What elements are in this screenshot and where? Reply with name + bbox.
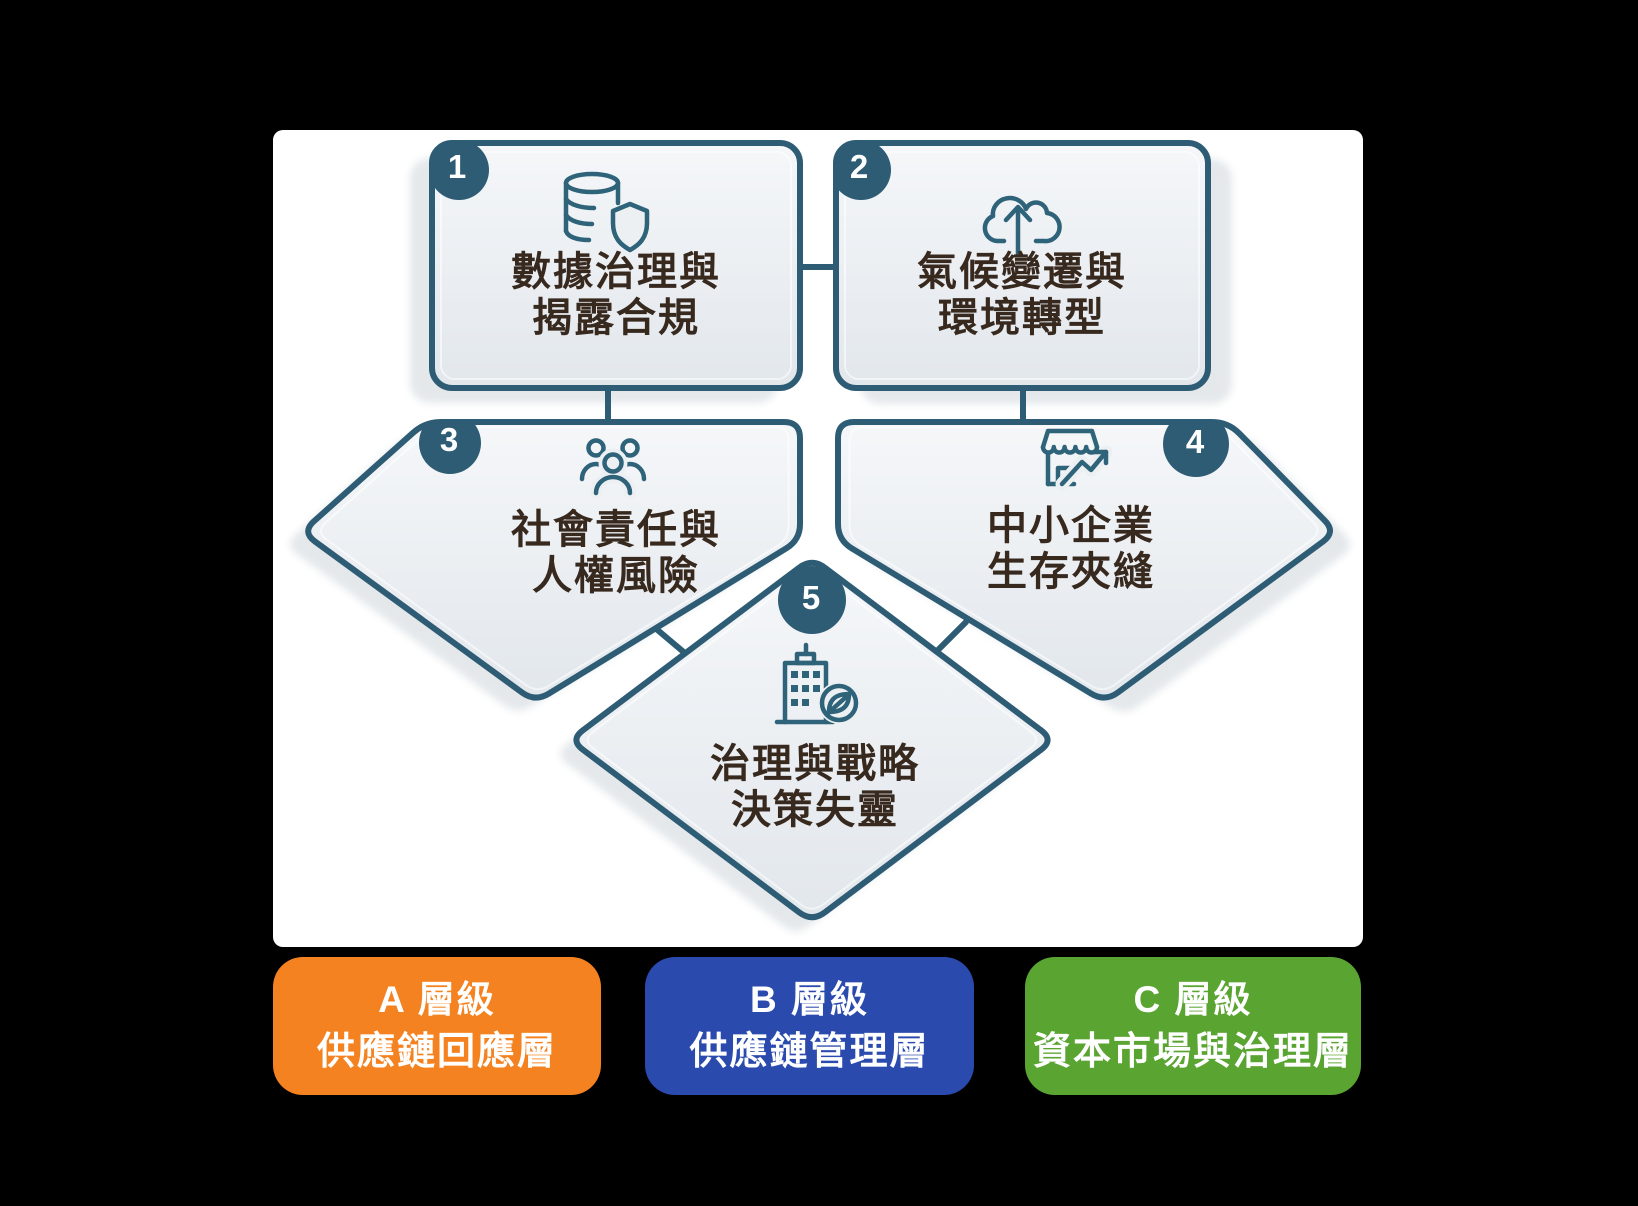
badge-2-circle <box>836 143 891 200</box>
legend-pill-c: C 層級 資本市場與治理層 <box>1025 957 1361 1095</box>
badge-2-number: 2 <box>849 148 869 185</box>
cloud-upload-icon <box>982 195 1062 257</box>
node-2-title-line1: 氣候變遷與 <box>917 250 1127 294</box>
node-4-title: 中小企業 生存夾縫 <box>871 503 1271 595</box>
legend-pill-b: B 層級 供應鏈管理層 <box>645 957 974 1095</box>
database-shield-icon <box>563 171 650 253</box>
node-5-title: 治理與戰略 決策失靈 <box>615 741 1015 833</box>
node-5-title-line1: 治理與戰略 <box>710 742 920 786</box>
legend-a-line2: 供應鏈回應層 <box>316 1031 557 1073</box>
storefront-growth-icon <box>1040 428 1113 491</box>
connector-node3-node5 <box>651 624 689 657</box>
node-3-shape <box>305 419 803 701</box>
legend-c-line1: C 層級 <box>1133 979 1253 1020</box>
node-3-title: 社會責任與 人權風險 <box>416 507 816 599</box>
legend-c-line2: 資本市場與治理層 <box>1032 1031 1353 1073</box>
legend-b-line1: B 層級 <box>750 979 869 1020</box>
legend-b-line2: 供應鏈管理層 <box>689 1031 930 1073</box>
badge-4-number: 4 <box>1185 423 1205 460</box>
legend-a-line1: A 層級 <box>378 979 496 1020</box>
node-2-title-line2: 環境轉型 <box>938 296 1106 340</box>
node-2-shape <box>833 140 1211 391</box>
node-1-title-line2: 揭露合規 <box>532 296 700 340</box>
node-3-title-line2: 人權風險 <box>532 554 700 598</box>
badge-1-number: 1 <box>447 148 467 185</box>
badge-3-circle <box>419 422 481 474</box>
node-1-title-line1: 數據治理與 <box>511 250 721 294</box>
node-1-shape <box>429 140 803 391</box>
node-3-title-line1: 社會責任與 <box>511 508 721 552</box>
connector-node4-node5 <box>933 619 969 655</box>
node-5-title-line2: 決策失靈 <box>731 788 899 832</box>
badge-3-number: 3 <box>439 421 459 458</box>
node-4-title-line2: 生存夾縫 <box>987 550 1155 594</box>
badge-5-circle <box>778 566 846 634</box>
building-leaf-icon <box>774 642 860 725</box>
node-4-shape <box>835 419 1333 701</box>
badge-1-circle <box>432 143 489 200</box>
badge-4-circle <box>1163 422 1229 477</box>
node-2-title: 氣候變遷與 環境轉型 <box>836 249 1208 341</box>
node-1-title: 數據治理與 揭露合規 <box>432 249 800 341</box>
node-5-shape <box>573 559 1051 921</box>
node-4-title-line1: 中小企業 <box>987 504 1155 548</box>
legend-pill-a: A 層級 供應鏈回應層 <box>273 957 601 1095</box>
people-group-icon <box>579 438 647 499</box>
badge-5-number: 5 <box>801 579 821 616</box>
